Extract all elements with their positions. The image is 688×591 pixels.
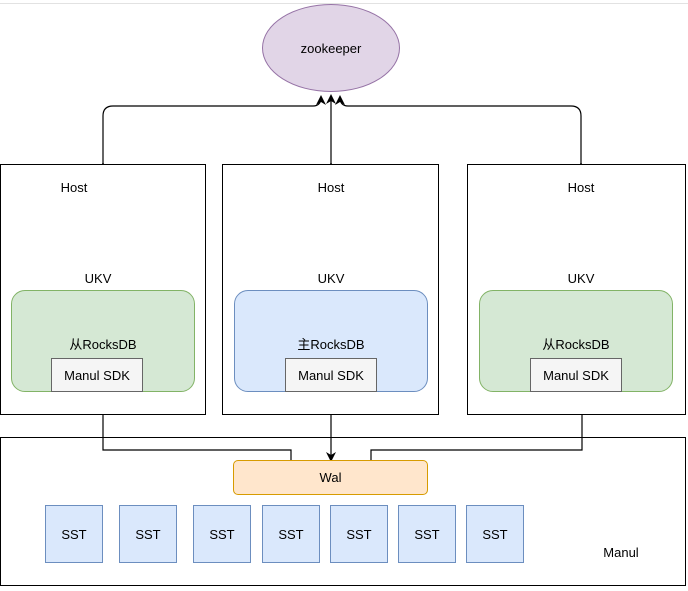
manul-sdk-label-3: Manul SDK (543, 367, 609, 383)
sst-box: SST (193, 505, 251, 563)
wal-to-slave2-connector (370, 391, 587, 460)
manul-sdk-box-3: Manul SDK (530, 358, 622, 392)
sst-label: SST (61, 526, 87, 542)
rocksdb-label-2: 主RocksDB (297, 337, 365, 352)
zk-host1-connector (98, 95, 326, 172)
sst-box: SST (119, 505, 177, 563)
rocksdb-label-3: 从RocksDB (542, 337, 610, 352)
wal-label: Wal (319, 470, 342, 485)
sst-box: SST (262, 505, 320, 563)
manul-sdk-box-2: Manul SDK (285, 358, 377, 392)
sst-label: SST (414, 526, 440, 542)
manul-sdk-box-1: Manul SDK (51, 358, 143, 392)
ukv-label-1: UKV (84, 271, 112, 286)
ukv-label-3: UKV (567, 271, 595, 286)
host-label-3: Host (567, 180, 595, 195)
manul-container (0, 437, 686, 586)
zookeeper-node: zookeeper (262, 4, 400, 92)
host-label-1: Host (60, 180, 88, 195)
sst-label: SST (346, 526, 372, 542)
wal-to-slave1-connector (98, 391, 292, 460)
manul-sdk-label-2: Manul SDK (298, 367, 364, 383)
manul-label: Manul (603, 545, 639, 560)
sst-label: SST (135, 526, 161, 542)
zookeeper-label: zookeeper (300, 40, 362, 56)
host-label-2: Host (317, 180, 345, 195)
sst-box: SST (466, 505, 524, 563)
sst-box: SST (45, 505, 103, 563)
manul-sdk-label-1: Manul SDK (64, 367, 130, 383)
sst-label: SST (278, 526, 304, 542)
ukv-label-2: UKV (317, 271, 345, 286)
sst-label: SST (482, 526, 508, 542)
zk-host3-connector (335, 95, 586, 172)
top-divider (0, 3, 688, 4)
sst-box: SST (398, 505, 456, 563)
rocksdb-label-1: 从RocksDB (69, 337, 137, 352)
sst-label: SST (209, 526, 235, 542)
sst-box: SST (330, 505, 388, 563)
wal-box: Wal (233, 460, 428, 495)
